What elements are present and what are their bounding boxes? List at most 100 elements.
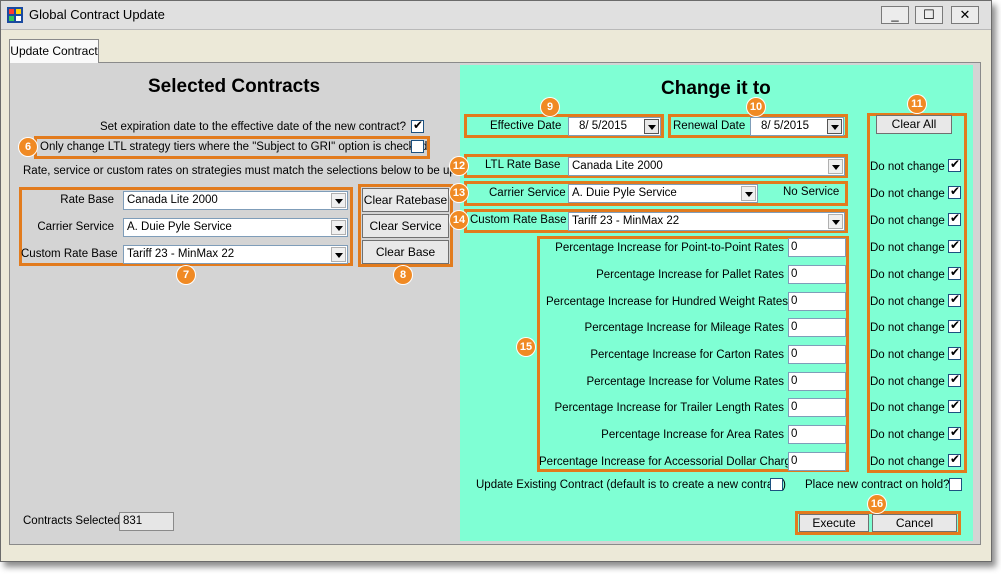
match-note: Rate, service or custom rates on strateg… — [23, 165, 485, 177]
pct-input[interactable]: 0 — [788, 425, 846, 444]
do-not-change-label: Do not change — [870, 456, 945, 468]
chevron-down-icon[interactable] — [828, 159, 843, 174]
pct-label: Percentage Increase for Carton Rates — [590, 349, 784, 361]
clear-all-button[interactable]: Clear All — [876, 115, 952, 134]
do-not-change-checkbox[interactable] — [948, 184, 961, 199]
clear-service-button[interactable]: Clear Service — [362, 214, 449, 238]
pct-input[interactable]: 0 — [788, 372, 846, 391]
contracts-selected-label: Contracts Selected — [23, 515, 121, 527]
pct-label: Percentage Increase for Trailer Length R… — [554, 402, 785, 414]
expiration-checkbox[interactable] — [411, 118, 424, 133]
do-not-change-label: Do not change — [870, 269, 945, 281]
rate-base-select[interactable]: Canada Lite 2000 — [123, 191, 348, 210]
pct-label: Percentage Increase for Area Rates — [601, 429, 784, 441]
chevron-down-icon[interactable] — [331, 193, 346, 208]
do-not-change-checkbox[interactable] — [948, 238, 961, 253]
pct-input[interactable]: 0 — [788, 238, 846, 257]
place-on-hold-label: Place new contract on hold? — [805, 479, 950, 491]
update-existing-checkbox[interactable] — [770, 478, 783, 491]
chevron-down-icon[interactable] — [828, 214, 843, 229]
execute-button[interactable]: Execute — [799, 514, 869, 532]
chevron-down-icon[interactable] — [331, 247, 346, 262]
close-button[interactable]: ✕ — [951, 6, 979, 24]
highlight-7 — [19, 187, 353, 266]
pct-input[interactable]: 0 — [788, 318, 846, 337]
rate-base-label: Rate Base — [60, 194, 114, 206]
badge-8: 8 — [394, 266, 412, 284]
do-not-change-checkbox[interactable] — [948, 292, 961, 307]
badge-13: 13 — [450, 184, 468, 202]
pct-input[interactable]: 0 — [788, 398, 846, 417]
new-custom-rate-base-label: Custom Rate Base — [470, 214, 567, 226]
badge-14: 14 — [450, 211, 468, 229]
do-not-change-checkbox[interactable] — [948, 398, 961, 413]
do-not-change-label: Do not change — [870, 349, 945, 361]
ltl-gri-label: Only change LTL strategy tiers where the… — [40, 141, 428, 153]
expiration-label: Set expiration date to the effective dat… — [99, 121, 406, 133]
chevron-down-icon[interactable] — [331, 220, 346, 235]
do-not-change-label: Do not change — [870, 402, 945, 414]
carrier-service-label: Carrier Service — [37, 221, 114, 233]
do-not-change-label: Do not change — [870, 429, 945, 441]
do-not-change-label: Do not change — [870, 161, 945, 173]
maximize-button[interactable]: ☐ — [915, 6, 943, 24]
clear-ratebase-button[interactable]: Clear Ratebase — [362, 188, 449, 212]
renewal-date-picker[interactable]: 8/ 5/2015 — [750, 117, 844, 136]
new-carrier-service-select[interactable]: A. Duie Pyle Service — [568, 184, 758, 203]
new-carrier-service-label: Carrier Service — [489, 187, 566, 199]
new-custom-rate-base-select[interactable]: Tariff 23 - MinMax 22 — [568, 212, 845, 231]
pct-label: Percentage Increase for Volume Rates — [586, 376, 784, 388]
badge-10: 10 — [747, 98, 765, 116]
contracts-selected-count: 831 — [119, 512, 174, 531]
do-not-change-checkbox[interactable] — [948, 265, 961, 280]
pct-input[interactable]: 0 — [788, 265, 846, 284]
do-not-change-label: Do not change — [870, 322, 945, 334]
pct-label: Percentage Increase for Pallet Rates — [596, 269, 784, 281]
effective-date-picker[interactable]: 8/ 5/2015 — [568, 117, 661, 136]
do-not-change-label: Do not change — [870, 242, 945, 254]
clear-base-button[interactable]: Clear Base — [362, 240, 449, 264]
badge-12: 12 — [450, 157, 468, 175]
pct-input[interactable]: 0 — [788, 345, 846, 364]
do-not-change-checkbox[interactable] — [948, 425, 961, 440]
effective-date-label: Effective Date — [490, 120, 562, 132]
badge-11: 11 — [908, 95, 926, 113]
chevron-down-icon[interactable] — [827, 119, 842, 134]
do-not-change-checkbox[interactable] — [948, 372, 961, 387]
window-title: Global Contract Update — [29, 7, 165, 22]
pct-label: Percentage Increase for Mileage Rates — [584, 322, 784, 334]
ltl-gri-checkbox[interactable] — [411, 140, 424, 153]
do-not-change-checkbox[interactable] — [948, 318, 961, 333]
pct-label: Percentage Increase for Accessorial Doll… — [539, 456, 803, 468]
do-not-change-checkbox[interactable] — [948, 157, 961, 172]
tab-update-contract[interactable]: Update Contract — [9, 39, 99, 63]
pct-label: Percentage Increase for Point-to-Point R… — [555, 242, 784, 254]
no-service-label: No Service — [783, 186, 840, 198]
custom-rate-base-select[interactable]: Tariff 23 - MinMax 22 — [123, 245, 348, 264]
minimize-button[interactable]: _ — [881, 6, 909, 24]
highlight-15 — [537, 236, 849, 472]
do-not-change-checkbox[interactable] — [948, 452, 961, 467]
custom-rate-base-label: Custom Rate Base — [21, 248, 118, 260]
chevron-down-icon[interactable] — [741, 186, 756, 201]
ltl-rate-base-select[interactable]: Canada Lite 2000 — [568, 157, 845, 176]
chevron-down-icon[interactable] — [644, 119, 659, 134]
do-not-change-label: Do not change — [870, 188, 945, 200]
place-on-hold-checkbox[interactable] — [949, 478, 962, 491]
do-not-change-checkbox[interactable] — [948, 345, 961, 360]
pct-input[interactable]: 0 — [788, 452, 846, 471]
do-not-change-checkbox[interactable] — [948, 211, 961, 226]
highlight-9 — [464, 114, 664, 138]
badge-15: 15 — [517, 338, 535, 356]
highlight-11 — [867, 113, 967, 473]
pct-label: Percentage Increase for Hundred Weight R… — [545, 296, 788, 308]
renewal-date-label: Renewal Date — [673, 120, 746, 132]
title-bar[interactable]: Global Contract Update _ ☐ ✕ — [1, 1, 991, 30]
badge-6: 6 — [19, 138, 37, 156]
cancel-button[interactable]: Cancel — [872, 514, 957, 532]
pct-input[interactable]: 0 — [788, 292, 846, 311]
change-it-to-panel — [460, 65, 973, 541]
carrier-service-select[interactable]: A. Duie Pyle Service — [123, 218, 348, 237]
ltl-rate-base-label: LTL Rate Base — [485, 159, 561, 171]
main-window: Global Contract Update _ ☐ ✕ Update Cont… — [0, 0, 992, 562]
